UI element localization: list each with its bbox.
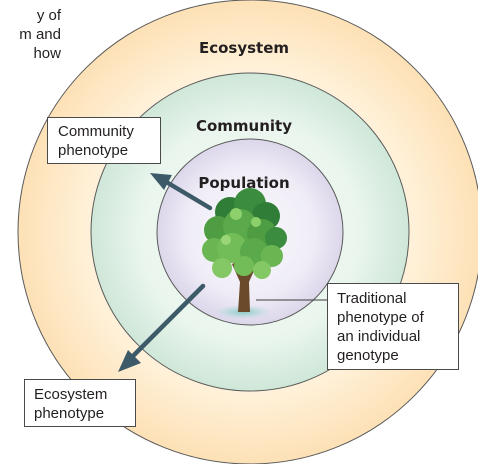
traditional-phenotype-line-1: Traditional <box>337 290 407 307</box>
traditional-phenotype-box: Traditional phenotype of an individual g… <box>327 283 459 370</box>
community-arrow <box>150 173 213 211</box>
community-phenotype-line-1: Community <box>58 123 134 140</box>
traditional-phenotype-line-4: genotype <box>337 347 399 364</box>
traditional-phenotype-line-2: phenotype of <box>337 309 424 326</box>
traditional-phenotype-line-3: an individual <box>337 328 421 345</box>
population-label: Population <box>198 174 289 192</box>
clipped-line-3: how <box>33 45 61 62</box>
clipped-line-2: m and <box>19 26 61 43</box>
community-phenotype-box: Community phenotype <box>47 117 161 164</box>
tree-illustration <box>202 188 287 319</box>
clipped-caption-text: y of m and how <box>0 6 61 63</box>
ecosystem-phenotype-line-2: phenotype <box>34 405 105 422</box>
ecosystem-arrow <box>118 283 206 372</box>
ecosystem-phenotype-box: Ecosystem phenotype <box>24 379 136 427</box>
ecosystem-phenotype-line-1: Ecosystem <box>34 386 108 403</box>
tree-canopy <box>202 188 287 279</box>
ecosystem-label: Ecosystem <box>199 39 289 57</box>
community-phenotype-line-2: phenotype <box>58 142 129 159</box>
community-label: Community <box>196 117 292 135</box>
clipped-line-1: y of <box>36 7 61 24</box>
